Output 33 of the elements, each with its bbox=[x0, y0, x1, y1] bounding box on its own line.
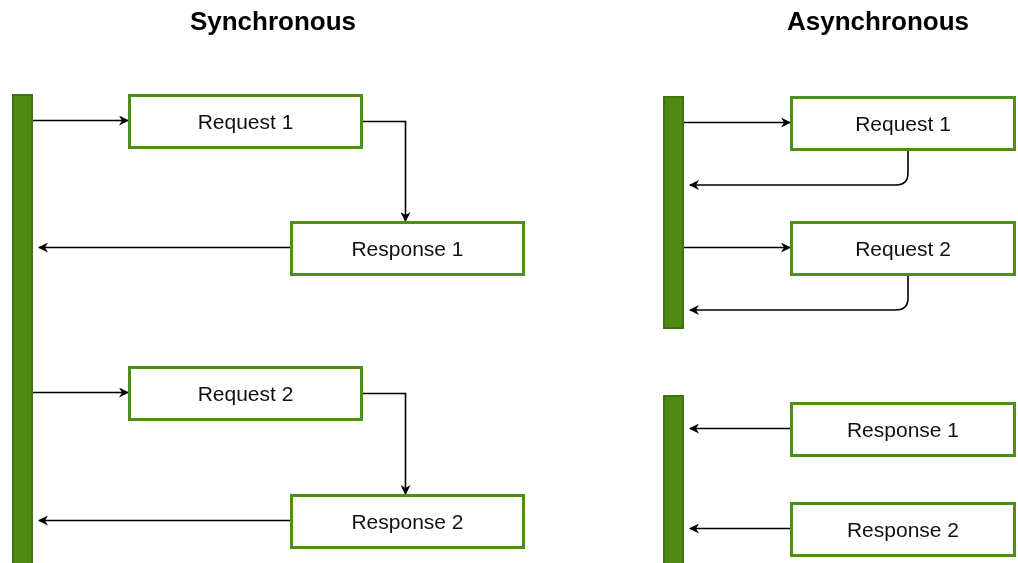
arrow bbox=[38, 242, 291, 253]
message-box bbox=[790, 502, 1016, 557]
section-heading: Asynchronous bbox=[787, 6, 969, 37]
arrow bbox=[362, 392, 411, 495]
message-box bbox=[790, 96, 1016, 151]
arrow bbox=[689, 423, 791, 434]
section-heading: Synchronous bbox=[189, 6, 357, 37]
message-box bbox=[290, 494, 525, 549]
message-box bbox=[290, 221, 525, 276]
box-label: Response 2 bbox=[846, 517, 960, 542]
arrow bbox=[683, 117, 791, 128]
arrow bbox=[689, 275, 909, 315]
box-label: Response 2 bbox=[351, 509, 464, 534]
arrow bbox=[689, 150, 909, 190]
arrow bbox=[38, 515, 291, 526]
box-label: Response 1 bbox=[846, 417, 960, 442]
message-box bbox=[128, 94, 363, 149]
arrow bbox=[683, 242, 791, 253]
message-box bbox=[790, 221, 1016, 276]
arrow bbox=[362, 120, 411, 222]
arrow bbox=[32, 115, 129, 126]
message-box bbox=[790, 402, 1016, 457]
arrow bbox=[32, 387, 129, 398]
timeline-bar bbox=[663, 96, 684, 329]
timeline-bar bbox=[12, 94, 33, 563]
box-label: Request 2 bbox=[197, 381, 294, 406]
box-label: Request 1 bbox=[855, 111, 951, 136]
box-label: Request 1 bbox=[197, 109, 294, 134]
timeline-bar bbox=[663, 395, 684, 563]
message-box bbox=[128, 366, 363, 421]
arrow bbox=[689, 523, 791, 534]
box-label: Response 1 bbox=[351, 236, 464, 261]
box-label: Request 2 bbox=[855, 236, 951, 261]
